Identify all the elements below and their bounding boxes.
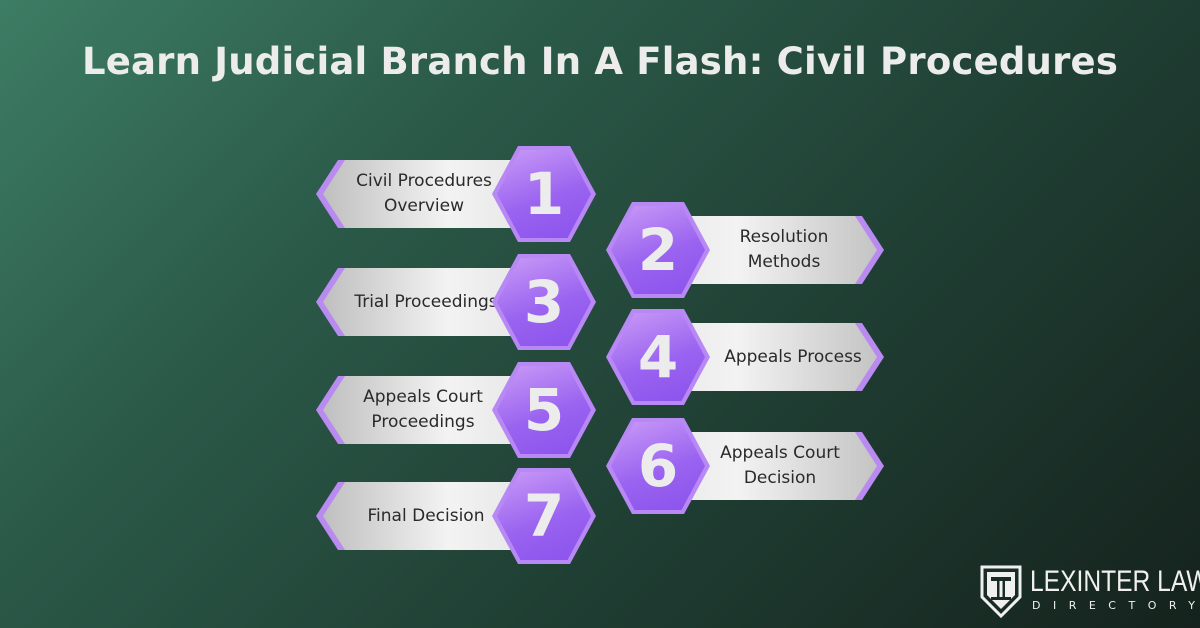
step-2-hexagon: 2 [606, 202, 710, 298]
step-5-banner: Appeals Court Proceedings [316, 376, 531, 444]
step-label: Appeals Process [724, 346, 862, 367]
logo-subtitle: DIRECTORY [1032, 599, 1200, 612]
step-3-banner: Trial Proceedings [316, 268, 531, 336]
lexinter-logo: LEXINTER LAW DIRECTORY [978, 563, 1200, 619]
step-number: 3 [523, 268, 565, 336]
step-number: 7 [523, 482, 565, 550]
page-title: Learn Judicial Branch In A Flash: Civil … [81, 40, 1119, 83]
step-label: Trial Proceedings [354, 291, 498, 312]
step-label: Appeals Court Proceedings [363, 387, 483, 432]
logo-name: LEXINTER LAW [1030, 565, 1200, 598]
step-1-hexagon: 1 [492, 146, 596, 242]
step-number: 6 [637, 432, 679, 500]
step-4-hexagon: 4 [606, 309, 710, 405]
step-number: 2 [637, 216, 679, 284]
step-number: 4 [637, 323, 679, 391]
pillar-shield-icon [980, 565, 1022, 619]
step-label: Civil Procedures Overview [356, 171, 492, 216]
step-number: 5 [523, 376, 565, 444]
step-6-hexagon: 6 [606, 418, 710, 514]
step-label: Final Decision [367, 505, 485, 526]
step-number: 1 [523, 160, 565, 228]
step-label: Resolution Methods [739, 227, 829, 272]
step-label: Appeals Court Decision [720, 443, 840, 488]
step-7-hexagon: 7 [492, 468, 596, 564]
step-5-hexagon: 5 [492, 362, 596, 458]
step-3-hexagon: 3 [492, 254, 596, 350]
